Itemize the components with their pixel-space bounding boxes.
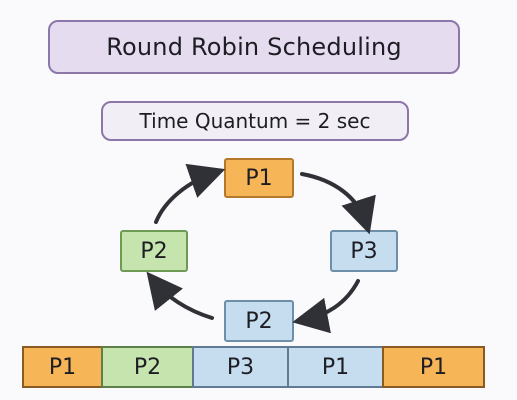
cycle-process-right: P3	[330, 230, 398, 272]
time-quantum-label: Time Quantum = 2 sec	[101, 101, 409, 141]
arrow-left-to-top	[154, 163, 226, 224]
arrow-right-to-bottom	[292, 279, 360, 334]
cycle-process-left: P2	[120, 230, 188, 272]
gantt-chart: P1 P2 P3 P1 P1	[22, 346, 485, 388]
cycle-process-bottom: P2	[224, 300, 294, 342]
gantt-segment-1: P1	[22, 346, 103, 388]
gantt-segment-4: P1	[287, 346, 384, 388]
gantt-segment-3: P3	[192, 346, 289, 388]
cycle-process-top: P1	[224, 158, 294, 198]
gantt-segment-2: P2	[101, 346, 194, 388]
arrow-bottom-to-left	[146, 271, 214, 320]
arrow-top-to-right	[300, 172, 376, 235]
diagram-title: Round Robin Scheduling	[48, 20, 460, 74]
gantt-segment-5: P1	[382, 346, 485, 388]
